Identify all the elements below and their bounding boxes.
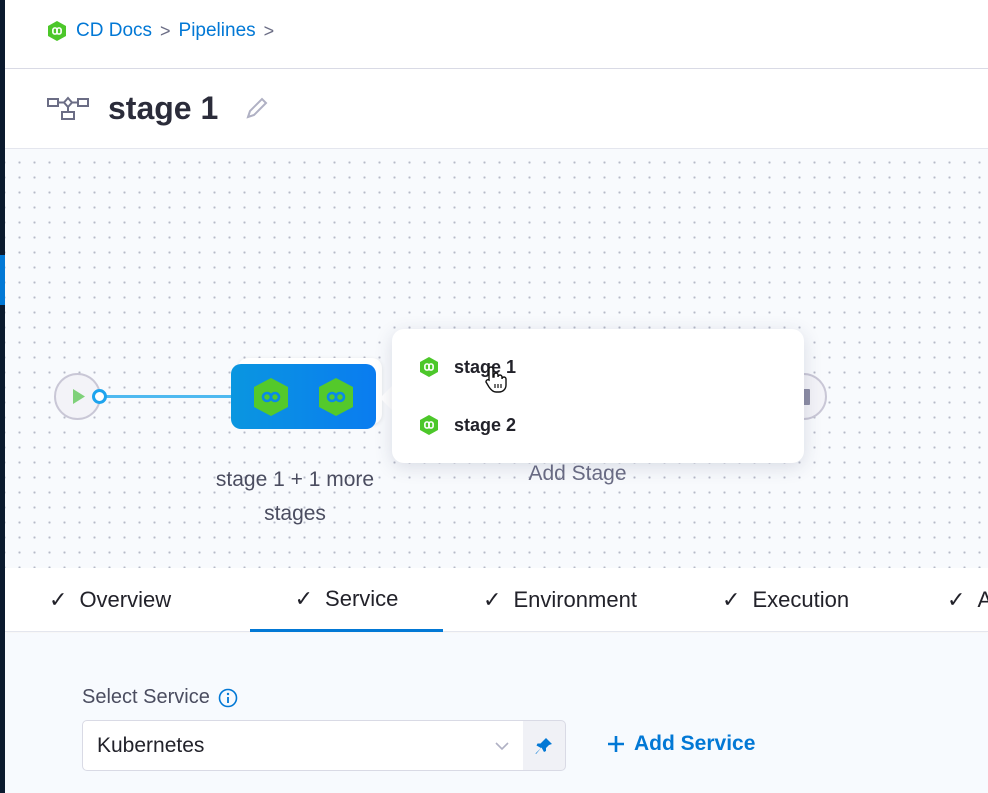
cd-stage-icon [420, 357, 438, 377]
tab-execution[interactable]: ✓ Execution [722, 568, 849, 632]
check-icon: ✓ [49, 587, 68, 612]
tab-advanced[interactable]: ✓A [947, 568, 988, 632]
play-icon [73, 389, 85, 404]
info-icon[interactable] [218, 688, 238, 708]
add-service-label: Add Service [634, 732, 756, 755]
add-service-button[interactable]: Add Service [606, 732, 755, 756]
cd-stage-icon [420, 415, 438, 435]
connector-line [106, 395, 232, 398]
check-icon: ✓ [294, 585, 314, 611]
left-nav-sidebar [0, 0, 5, 793]
stage-group-label: stage 1 + 1 more stages [215, 468, 375, 525]
breadcrumb: CD Docs > Pipelines > [46, 18, 274, 44]
breadcrumb-separator: > [263, 20, 275, 41]
breadcrumb-cd-docs[interactable]: CD Docs [76, 20, 153, 41]
popover-item-stage-2[interactable]: stage 2 [418, 414, 516, 436]
hand-cursor-icon [485, 366, 507, 393]
left-nav-active-indicator [0, 255, 5, 305]
edit-pencil-icon[interactable] [244, 95, 270, 121]
breadcrumb-separator: > [160, 20, 171, 41]
check-icon: ✓ [722, 587, 741, 612]
breadcrumb-pipelines[interactable]: Pipelines [178, 20, 256, 41]
tab-label: Overview [79, 587, 172, 612]
stop-icon [802, 389, 810, 405]
chevron-down-icon [495, 741, 509, 750]
label-text: Select Service [82, 686, 210, 708]
cd-module-icon [48, 21, 66, 41]
stage-list-popover: stage 1 stage 2 [392, 329, 804, 463]
cd-stage-icon [318, 377, 353, 416]
service-select-value: Kubernetes [97, 733, 205, 757]
select-service-label: Select Service [82, 686, 238, 709]
popover-item-label: stage 2 [454, 414, 517, 435]
plus-icon [608, 736, 624, 752]
tab-label: Environment [513, 587, 637, 612]
popover-item-label: stage 1 [454, 356, 517, 377]
check-icon: ✓ [947, 587, 966, 612]
tab-environment[interactable]: ✓ Environment [483, 568, 637, 632]
header-divider [5, 68, 988, 69]
popover-arrow [380, 385, 393, 411]
tab-label: A [977, 587, 988, 612]
tab-service[interactable]: ✓ Service [250, 568, 443, 632]
tab-overview[interactable]: ✓ Overview [49, 568, 171, 632]
page-title: stage 1 [108, 89, 219, 126]
popover-item-stage-1[interactable]: stage 1 [418, 356, 516, 378]
add-stage-button[interactable]: Add Stage [528, 462, 627, 485]
page-header: stage 1 [46, 88, 270, 128]
service-select[interactable]: Kubernetes [82, 720, 524, 771]
pipeline-stage-icon [47, 96, 89, 120]
stage-group-node[interactable] [231, 364, 376, 429]
stage-tabs: ✓ Overview ✓ Service ✓ Environment ✓ Executi… [5, 568, 988, 632]
check-icon: ✓ [483, 587, 502, 612]
tab-label: Service [325, 585, 399, 611]
connector-port[interactable] [92, 389, 107, 404]
pin-button[interactable] [523, 720, 566, 771]
pin-icon [535, 737, 552, 754]
tab-label: Execution [752, 587, 850, 612]
cd-stage-icon [254, 377, 289, 416]
